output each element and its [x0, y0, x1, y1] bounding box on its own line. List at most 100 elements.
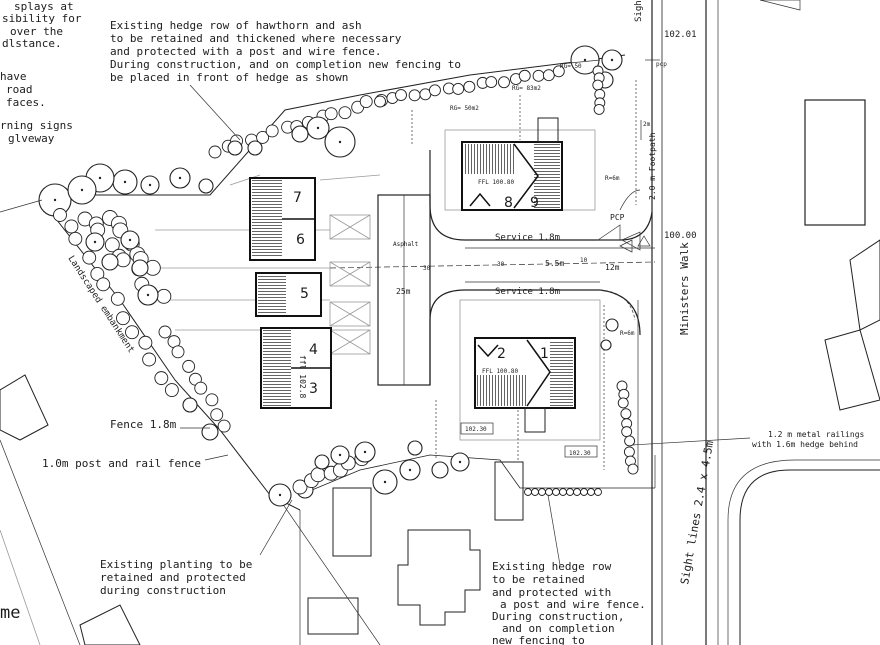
- left-note-line: splays at: [14, 0, 74, 13]
- shrub-symbol: [524, 488, 532, 496]
- shrub-symbol: [359, 95, 373, 109]
- shrub-symbol: [573, 488, 581, 496]
- shrub-symbol: [531, 488, 539, 496]
- note-line: to be retained: [492, 573, 585, 586]
- tree-symbol: [291, 125, 309, 143]
- note-line: during construction: [100, 584, 226, 597]
- neighbouring-buildings-right: [759, 0, 880, 411]
- tree-symbol: [407, 440, 423, 456]
- left-note-line: have: [0, 70, 27, 83]
- tree-symbol: [227, 140, 243, 156]
- note-line: with 1.6m hedge behind: [752, 440, 858, 449]
- tree-symbol: [605, 318, 619, 332]
- level-boxes: [460, 422, 598, 458]
- shrub-symbol: [182, 359, 196, 373]
- note-line: and on completion: [502, 622, 615, 635]
- shrub-symbol: [142, 352, 157, 367]
- shrub-symbol: [463, 80, 476, 93]
- tree-symbol: [182, 397, 198, 413]
- tree-symbol: [600, 339, 612, 351]
- ffl-bottom: FFL 100.80: [482, 368, 519, 375]
- unit-number-9: 9: [530, 195, 539, 211]
- ffl-left: ffl 102.8: [298, 355, 307, 399]
- sight-lines-label-top: Sight: [634, 0, 644, 22]
- shrub-symbol: [156, 288, 172, 304]
- shrub-symbol: [395, 89, 407, 101]
- unit-number-6: 6: [296, 232, 305, 248]
- note-line: a post and wire fence.: [500, 598, 646, 611]
- shrub-symbol: [566, 488, 574, 496]
- shrub-symbol: [408, 89, 421, 102]
- radius-bottom: R=6m: [620, 330, 635, 337]
- width-5-5: 5.5m: [545, 259, 564, 268]
- house-unit-5: [255, 272, 322, 317]
- shrub-symbol: [171, 345, 185, 359]
- shrub-symbol: [194, 381, 208, 395]
- shrub-symbol: [593, 103, 605, 115]
- tree-centre-dot: [278, 493, 282, 497]
- tree-centre-dot: [408, 468, 412, 472]
- shrub-symbol: [498, 76, 510, 89]
- tree-centre-dot: [583, 58, 587, 62]
- level-102-30-b: 102.30: [569, 450, 591, 457]
- shrub-symbol: [518, 69, 531, 82]
- leader-lines: [0, 59, 751, 566]
- shrub-symbol: [217, 419, 231, 433]
- sight-lines-label-bottom: Sight lines 2.4 x 4.5m: [678, 439, 716, 585]
- tree-centre-dot: [458, 460, 462, 464]
- shrub-symbol: [104, 237, 120, 253]
- shrub-symbol: [621, 426, 633, 438]
- shrub-symbol: [452, 82, 465, 95]
- shrub-symbol: [559, 488, 567, 496]
- shrub-symbol: [138, 335, 153, 350]
- post-rail-label: 1.0m post and rail fence: [42, 457, 201, 470]
- shrub-symbol: [53, 208, 67, 222]
- ffl-top: FFL 100.80: [478, 179, 515, 186]
- ministers-walk-label: Ministers Walk: [678, 242, 691, 335]
- tree-centre-dot: [338, 453, 342, 457]
- shrub-symbol: [545, 488, 553, 496]
- hedge-note-top: Existing hedge row of hawthorn and ash t…: [110, 19, 461, 84]
- shrub-symbol: [256, 131, 270, 144]
- tree-centre-dot: [80, 188, 84, 192]
- note-line: During construction, and on completion n…: [110, 58, 461, 71]
- tree-centre-dot: [93, 240, 97, 244]
- length-25: 25m: [396, 287, 411, 296]
- left-note-line: sibility for: [2, 12, 82, 25]
- tree-symbol: [131, 259, 149, 277]
- tree-symbol: [201, 423, 219, 441]
- tree-centre-dot: [316, 126, 320, 130]
- note-line: new fencing to: [492, 634, 585, 645]
- shrub-symbol: [82, 250, 97, 265]
- tree-centre-dot: [123, 180, 127, 184]
- level-102-30-a: 102.30: [465, 426, 487, 433]
- rg-50-top-label: RG= 50: [560, 63, 582, 70]
- left-notes: splays at sibility for over the dlstance…: [0, 0, 82, 145]
- shrub-symbol: [68, 231, 83, 246]
- note-line: Existing hedge row: [492, 560, 612, 573]
- neighbouring-buildings-left: [0, 374, 141, 645]
- shrub-symbol: [485, 76, 498, 89]
- shrub-symbol: [552, 488, 560, 496]
- asphalt-label: Asphalt: [393, 241, 419, 248]
- shrub-symbol: [538, 488, 546, 496]
- pcp-small-label: pcp: [656, 61, 667, 68]
- service-label-bottom: Service 1.8m: [495, 287, 560, 297]
- tree-centre-dot: [128, 238, 132, 242]
- tree-centre-dot: [178, 176, 182, 180]
- planting-note: Existing planting to be retained and pro…: [100, 558, 252, 597]
- left-note-line: faces.: [6, 96, 46, 109]
- level-100-00: 100.00: [664, 231, 697, 241]
- two-m-label: 2m: [643, 121, 651, 128]
- unit-number-2: 2: [497, 346, 506, 362]
- tree-centre-dot: [148, 183, 152, 187]
- shrub-symbol: [265, 124, 279, 138]
- note-line: Existing hedge row of hawthorn and ash: [110, 19, 362, 32]
- shrub-symbol: [205, 393, 219, 407]
- road-markers: [619, 59, 660, 253]
- tree-centre-dot: [610, 58, 614, 62]
- unit-number-4: 4: [309, 342, 318, 358]
- tree-centre-dot: [383, 480, 387, 484]
- shrub-symbol: [125, 325, 139, 340]
- left-note-line: road: [6, 83, 33, 96]
